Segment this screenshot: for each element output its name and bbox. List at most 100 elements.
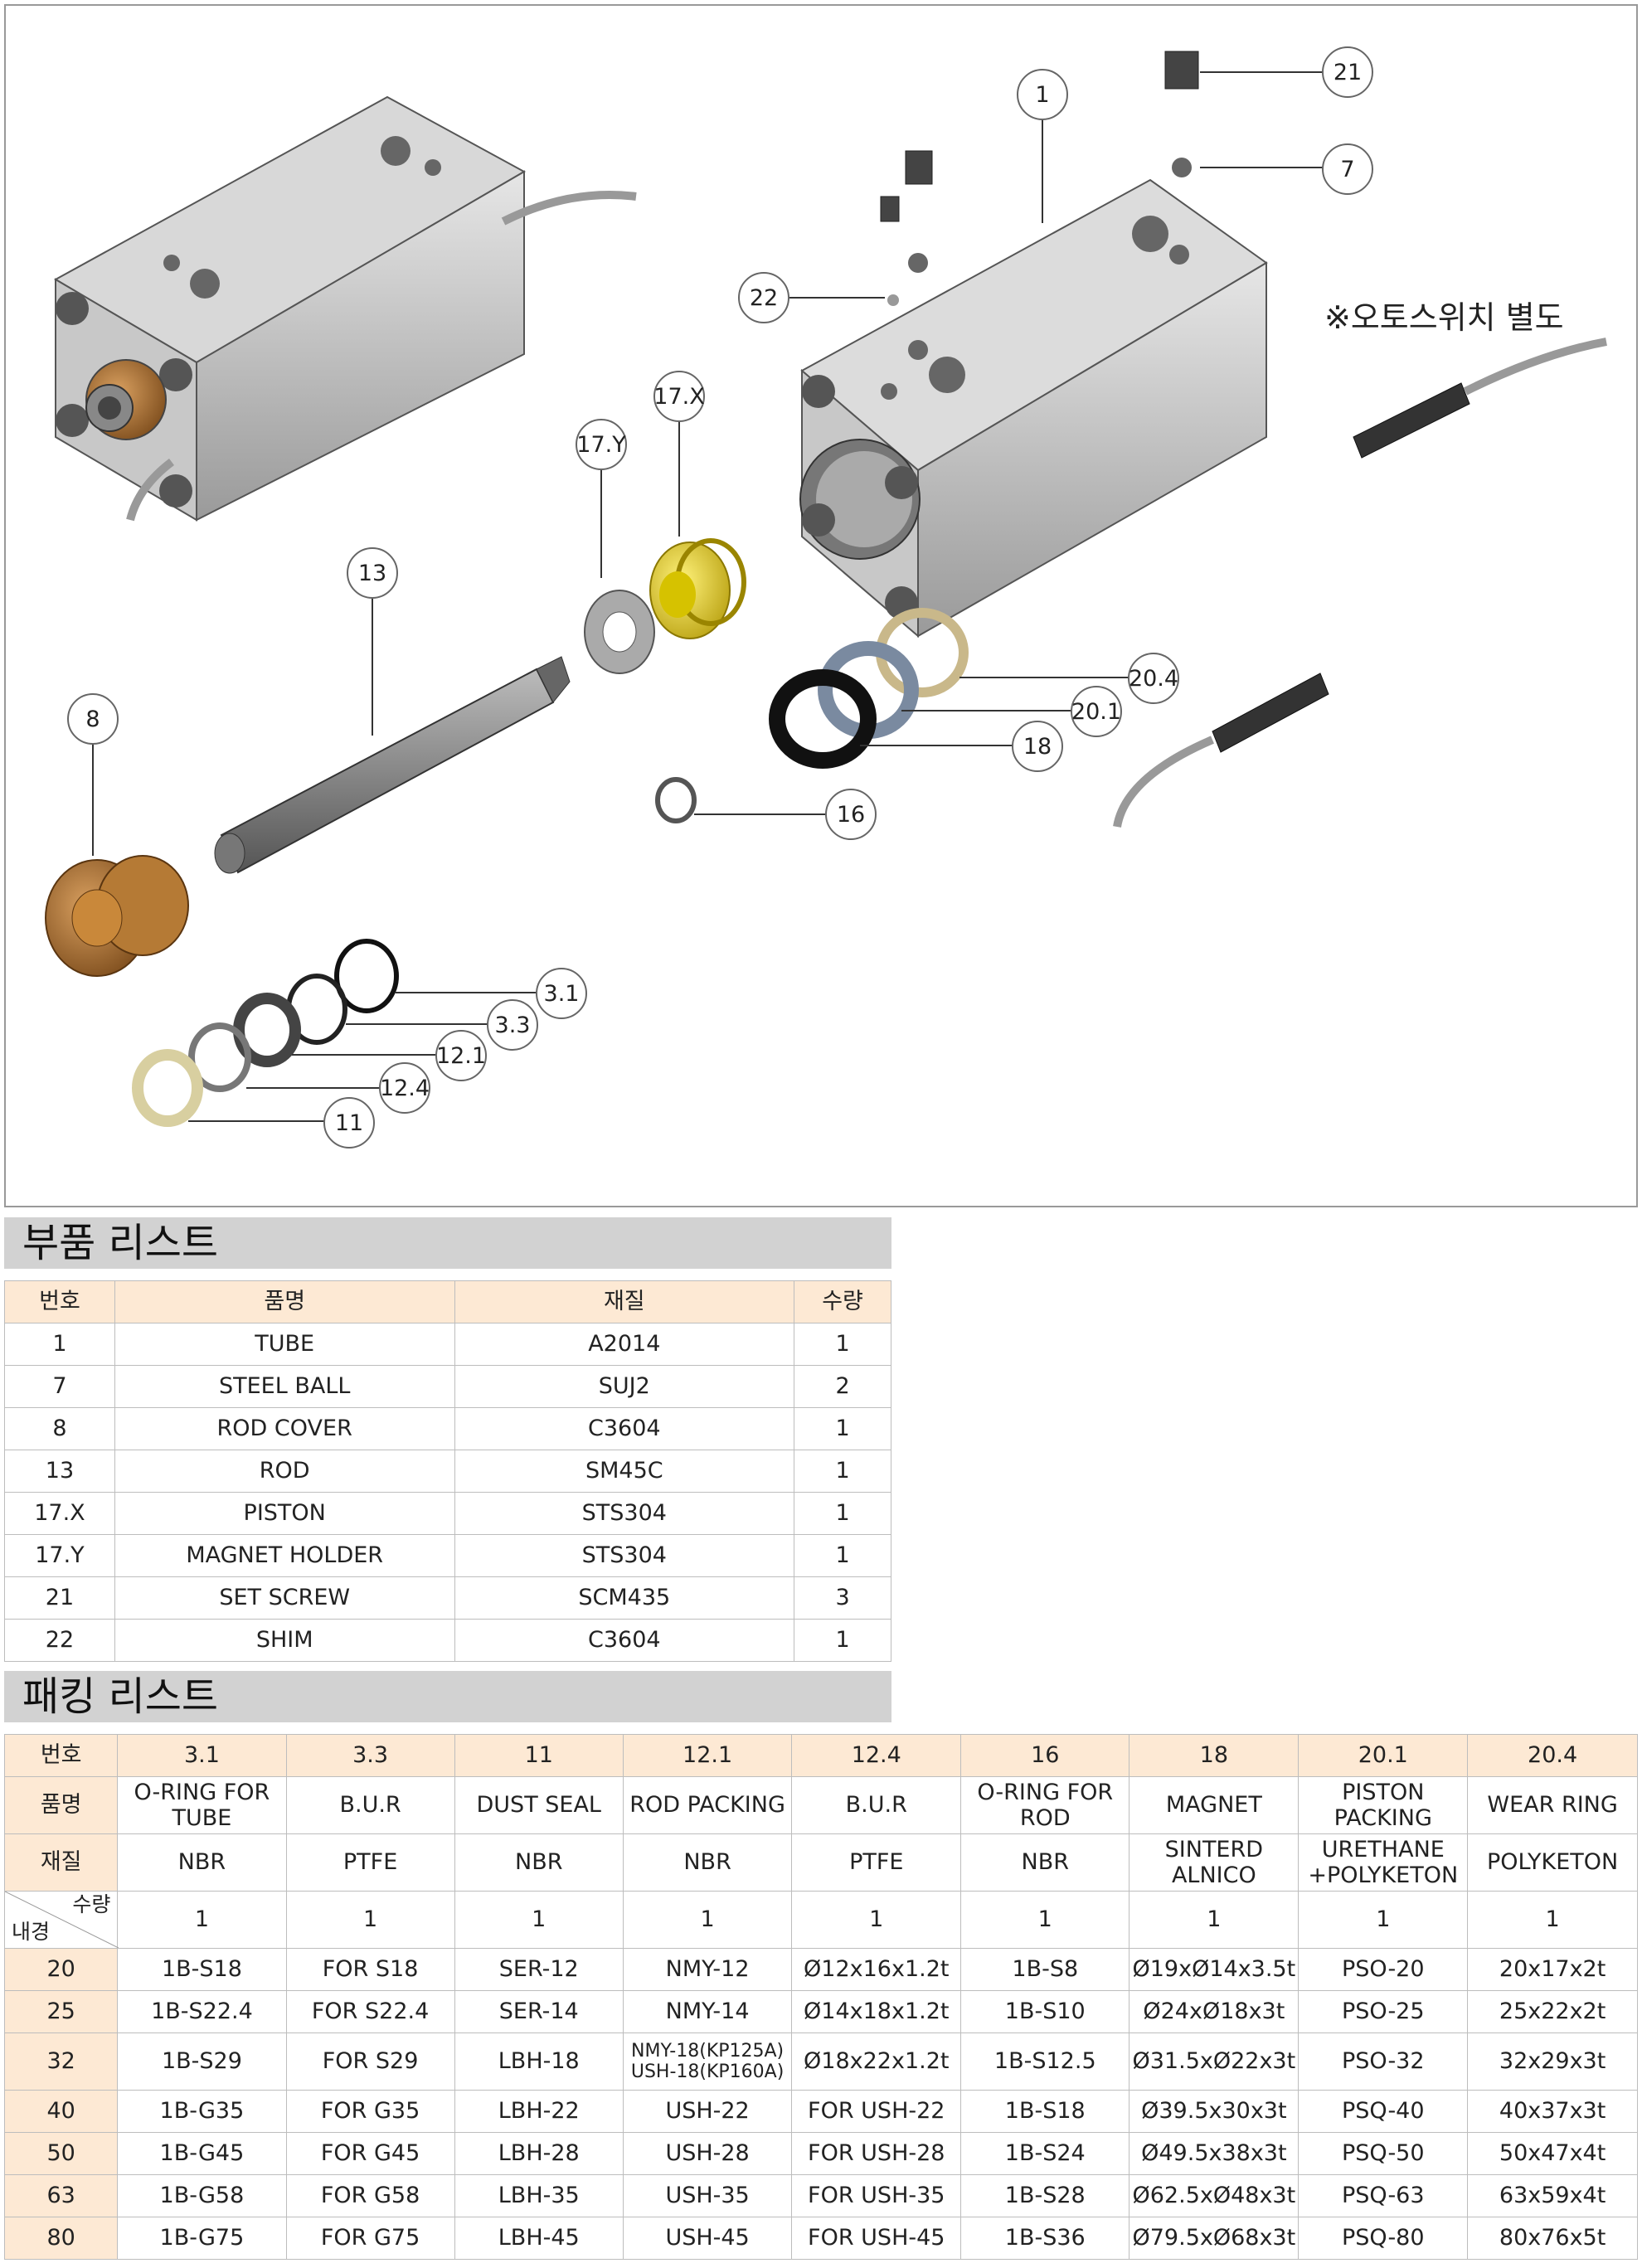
bore-cell: 25 (3, 1990, 119, 2033)
packing-quantity-row: 수량 내경 1 1 1 1 1 1 1 1 1 (3, 1891, 1638, 1949)
cell: NMY-12 (622, 1948, 793, 1991)
cell: LBH-18 (454, 2032, 624, 2091)
cell: 1B-S18 (960, 2090, 1130, 2133)
cell: 8 (4, 1407, 115, 1450)
cell: FOR USH-35 (791, 2174, 962, 2217)
cell: NMY-14 (622, 1990, 793, 2033)
bore-cell: 80 (3, 2217, 119, 2260)
row-label-number: 번호 (3, 1734, 119, 1777)
callout-21: 21 (1322, 46, 1373, 98)
cell: LBH-35 (454, 2174, 624, 2217)
cell: FOR USH-45 (791, 2217, 962, 2260)
callout-20-1: 20.1 (1071, 686, 1122, 737)
cell: SINTERD ALNICO (1129, 1833, 1300, 1892)
callout-17x: 17.X (653, 371, 705, 422)
cell: Ø19xØ14x3.5t (1129, 1948, 1300, 1991)
cell: STS304 (454, 1534, 795, 1577)
cell: SHIM (114, 1619, 455, 1662)
header-number: 번호 (4, 1280, 115, 1323)
cell: PISTON (114, 1492, 455, 1535)
cell: NBR (117, 1833, 287, 1892)
callout-11: 11 (323, 1097, 375, 1149)
cell: 1 (454, 1891, 624, 1949)
cell: USH-22 (622, 2090, 793, 2133)
parts-list-title: 부품 리스트 (4, 1217, 891, 1269)
cell: C3604 (454, 1407, 795, 1450)
cell: LBH-45 (454, 2217, 624, 2260)
cell: NBR (454, 1833, 624, 1892)
cell: SM45C (454, 1450, 795, 1493)
row-label-quantity: 수량 (72, 1892, 111, 1916)
cell: USH-45 (622, 2217, 793, 2260)
cell: 11 (454, 1734, 624, 1777)
cell: SER-14 (454, 1990, 624, 2033)
cell: Ø49.5x38x3t (1129, 2132, 1300, 2175)
cell: PSQ-80 (1298, 2217, 1469, 2260)
cell: 18 (1129, 1734, 1300, 1777)
cell: Ø31.5xØ22x3t (1129, 2032, 1300, 2091)
cell: FOR USH-28 (791, 2132, 962, 2175)
callout-3-1: 3.1 (536, 968, 587, 1019)
cell: ROD COVER (114, 1407, 455, 1450)
assembled-cylinder (53, 95, 637, 522)
callout-20-4: 20.4 (1128, 653, 1179, 704)
cell: 1B-S28 (960, 2174, 1130, 2217)
callout-18: 18 (1012, 721, 1063, 772)
auto-switches (1113, 338, 1607, 828)
cell: MAGNET HOLDER (114, 1534, 455, 1577)
cell: WEAR RING (1467, 1776, 1638, 1834)
cell: 1B-S18 (117, 1948, 287, 1991)
callout-1: 1 (1017, 69, 1068, 120)
bore-cell: 20 (3, 1948, 119, 1991)
cell: USH-35 (622, 2174, 793, 2217)
cell: 1 (960, 1891, 1130, 1949)
cell: 1B-S8 (960, 1948, 1130, 1991)
rod-cover (45, 855, 189, 977)
cell: SER-12 (454, 1948, 624, 1991)
parts-header-row: 번호 품명 재질 수량 (4, 1280, 891, 1323)
piston-rings (655, 608, 969, 823)
cell: 21 (4, 1576, 115, 1620)
cell: USH-28 (622, 2132, 793, 2175)
cell: PSO-32 (1298, 2032, 1469, 2091)
cell: 1 (791, 1891, 962, 1949)
cell: Ø18x22x1.2t (791, 2032, 962, 2091)
cell: SET SCREW (114, 1576, 455, 1620)
cell: Ø12x16x1.2t (791, 1948, 962, 1991)
cell: 13 (4, 1450, 115, 1493)
cell: O-RING FOR ROD (960, 1776, 1130, 1834)
cell: 1B-S36 (960, 2217, 1130, 2260)
cell: NMY-18(KP125A) USH-18(KP160A) (622, 2032, 793, 2091)
cell: DUST SEAL (454, 1776, 624, 1834)
cell: O-RING FOR TUBE (117, 1776, 287, 1834)
cell: 1 (794, 1619, 891, 1662)
cell: 20.1 (1298, 1734, 1469, 1777)
cell: URETHANE +POLYKETON (1298, 1833, 1469, 1892)
cell: A2014 (454, 1323, 795, 1366)
cell: C3604 (454, 1619, 795, 1662)
cell: 40x37x3t (1467, 2090, 1638, 2133)
cell: 3 (794, 1576, 891, 1620)
bore-cell: 32 (3, 2032, 119, 2091)
header-quantity: 수량 (794, 1280, 891, 1323)
row-label-bore: 내경 (12, 1920, 51, 1945)
cell: STEEL BALL (114, 1365, 455, 1408)
cell: FOR G75 (285, 2217, 455, 2260)
cell: 1B-S24 (960, 2132, 1130, 2175)
cell: SUJ2 (454, 1365, 795, 1408)
cell: FOR S18 (285, 1948, 455, 1991)
callout-12-1: 12.1 (435, 1030, 487, 1081)
callout-7: 7 (1322, 143, 1373, 195)
bore-cell: 50 (3, 2132, 119, 2175)
cell: 1 (794, 1534, 891, 1577)
cell: 1B-S29 (117, 2032, 287, 2091)
